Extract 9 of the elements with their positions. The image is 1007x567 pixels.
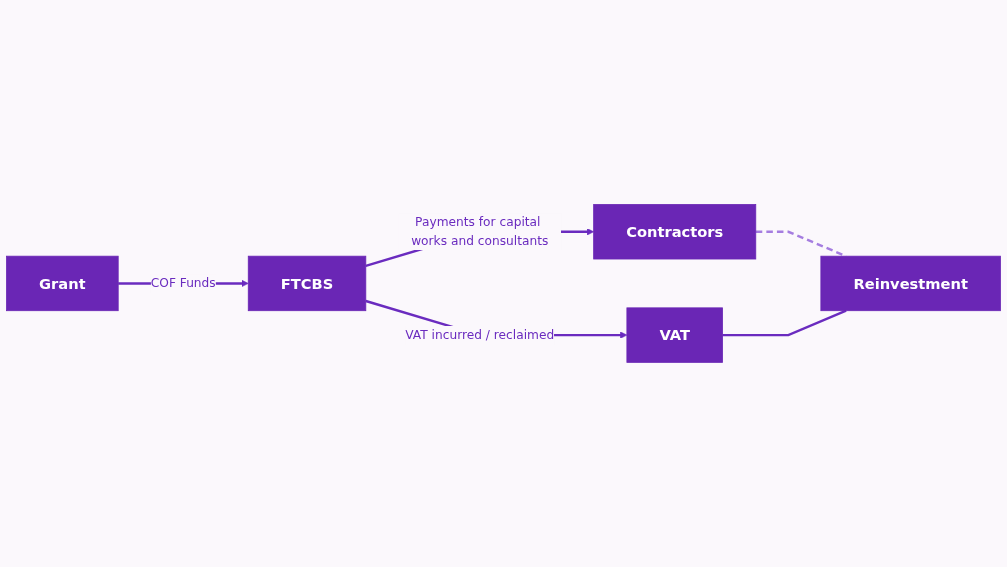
node-box: Contractors	[593, 204, 757, 260]
connector	[722, 309, 847, 337]
node-box: Grant	[6, 255, 119, 312]
node-box: VAT	[626, 307, 723, 363]
node-box: FTCBS	[247, 255, 367, 312]
edge-label: Payments for capital works and consultants	[411, 215, 549, 249]
edge-label: VAT incurred / reclaimed	[405, 327, 555, 343]
node-box: Reinvestment	[820, 255, 1001, 312]
edge-label: COF Funds	[150, 275, 216, 291]
